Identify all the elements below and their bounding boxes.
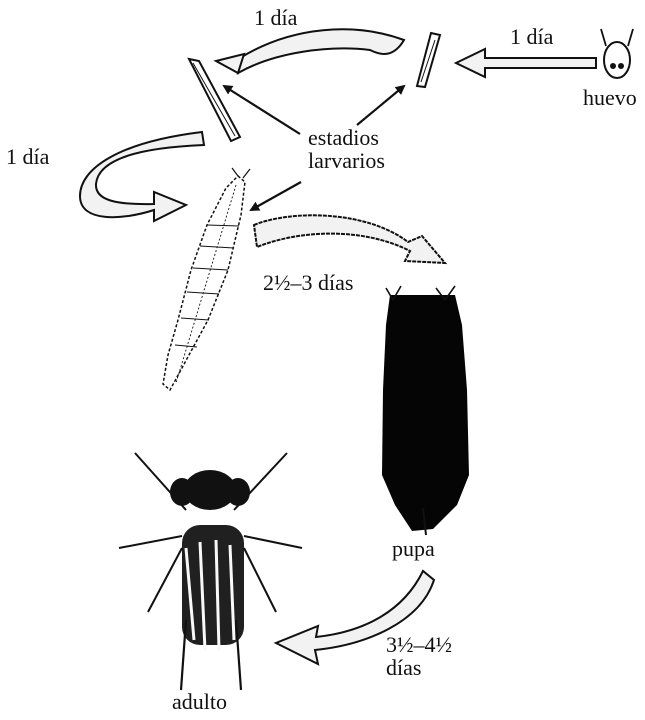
pupa-icon xyxy=(382,286,469,535)
day-label-larva-2-to-3: 1 día xyxy=(6,145,49,168)
larva-stage-1-icon xyxy=(417,33,440,87)
larva-stage-2-icon xyxy=(189,59,240,141)
day-label-egg-to-larva: 1 día xyxy=(510,25,553,48)
egg-icon xyxy=(601,29,633,78)
fly-adult-icon xyxy=(119,453,302,690)
larval-stages-label: estadios larvarios xyxy=(308,126,385,172)
arrow-larva-2-to-larva-3 xyxy=(80,132,204,221)
pupa-to-adult-time-label: 3½–4½ días xyxy=(386,633,452,679)
adult-label: adulto xyxy=(172,690,227,713)
day-label-larva-1-to-2: 1 día xyxy=(254,6,297,29)
larva-to-pupa-time-label: 2½–3 días xyxy=(263,271,353,294)
arrow-larva-1-to-larva-2 xyxy=(216,29,404,73)
egg-label: huevo xyxy=(583,86,637,109)
pupa-label: pupa xyxy=(392,537,435,560)
arrow-larva-to-pupa xyxy=(254,215,445,263)
arrow-egg-to-larva-1 xyxy=(456,49,596,77)
